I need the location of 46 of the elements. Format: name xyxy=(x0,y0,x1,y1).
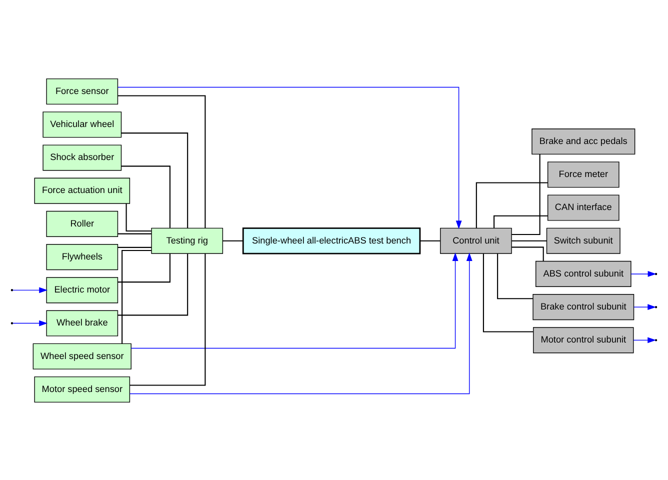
arrow xyxy=(12,286,48,293)
node-box: Electric motor xyxy=(46,276,118,303)
node-box: Flywheels xyxy=(46,244,118,270)
arrow xyxy=(118,86,462,229)
connector xyxy=(118,94,206,228)
connector xyxy=(118,253,170,282)
node-box: Wheel speed sensor xyxy=(32,342,132,369)
connector xyxy=(130,253,206,386)
connector xyxy=(118,246,152,248)
node-box: Motor speed sensor xyxy=(34,376,130,402)
node-box: Control unit xyxy=(440,227,512,254)
arrow xyxy=(630,270,656,276)
node-box: Force sensor xyxy=(46,78,118,104)
node-box: Testing rig xyxy=(151,227,224,254)
node-box: Force actuation unit xyxy=(34,177,130,204)
node-box: Roller xyxy=(46,210,118,236)
connector xyxy=(222,240,244,241)
node-box: Vehicular wheel xyxy=(42,111,122,138)
node-box: Shock absorber xyxy=(42,144,122,170)
node-box: ABS control subunit xyxy=(535,260,632,286)
connector xyxy=(118,253,188,316)
node-box: Brake control subunit xyxy=(532,294,634,320)
node-box: Brake and acc pedals xyxy=(532,128,636,154)
connector xyxy=(126,203,152,232)
arrow xyxy=(12,320,48,326)
node-box: Wheel brake xyxy=(46,310,118,336)
connector xyxy=(122,249,152,344)
connector xyxy=(121,165,170,228)
arrow xyxy=(129,252,472,394)
connector xyxy=(118,232,152,234)
connector xyxy=(121,132,188,228)
connector xyxy=(512,240,547,241)
connector xyxy=(512,246,544,261)
node-box: Motor control subunit xyxy=(533,326,634,353)
node-box: CAN interface xyxy=(547,194,620,220)
connector xyxy=(420,240,440,241)
node-box: Switch subunit xyxy=(546,227,620,254)
connector xyxy=(476,182,548,228)
arrow xyxy=(633,304,656,310)
connector xyxy=(512,154,540,235)
connector xyxy=(497,253,533,299)
connector xyxy=(494,214,548,228)
connector xyxy=(482,253,534,332)
node-box: Force meter xyxy=(547,161,620,188)
arrow xyxy=(130,252,458,348)
node-box: Single-wheel all-electricABS test bench xyxy=(242,226,421,254)
